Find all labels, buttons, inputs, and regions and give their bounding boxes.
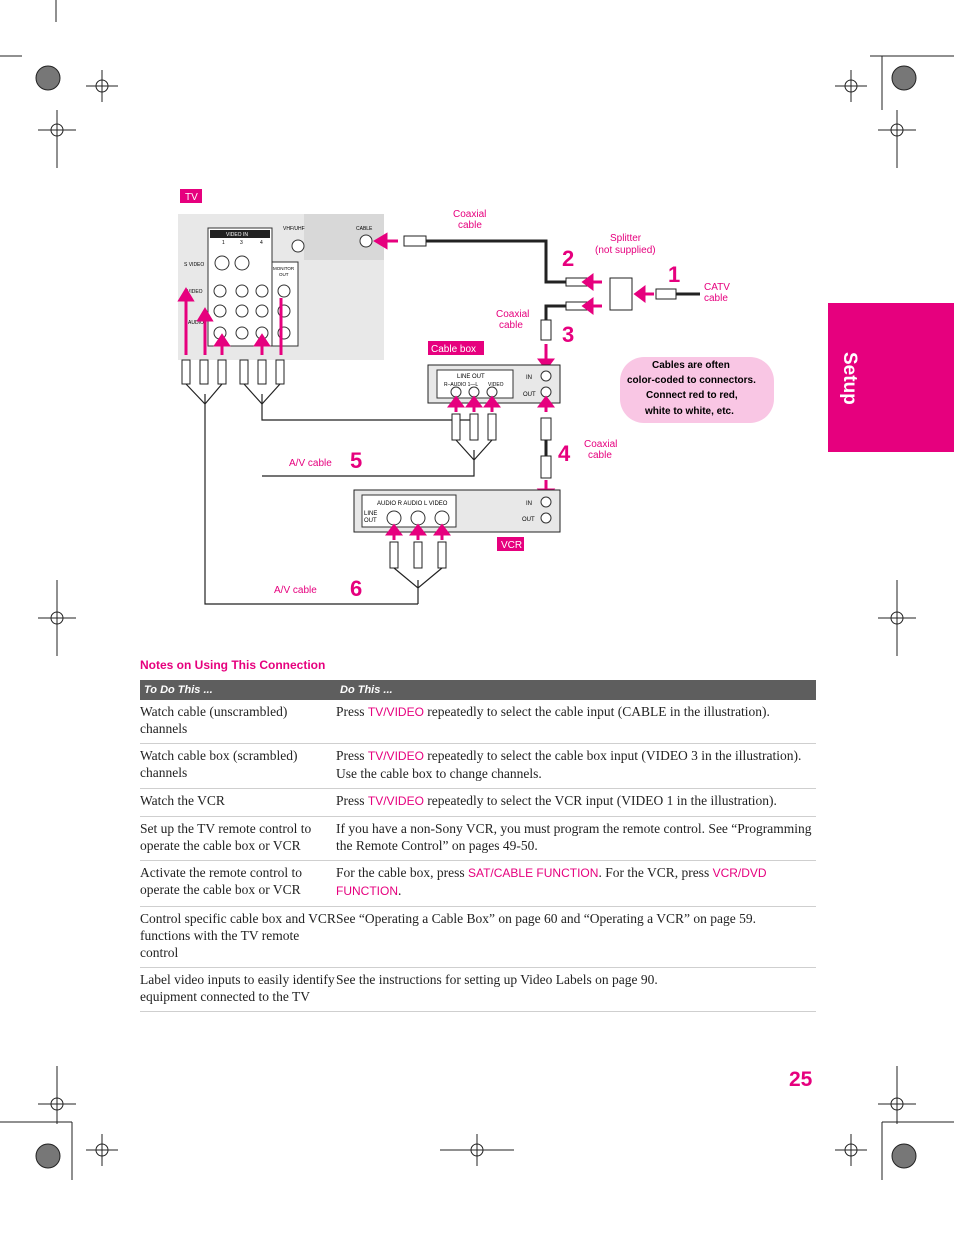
page-number: 25 — [789, 1068, 813, 1091]
svg-text:OUT: OUT — [523, 392, 536, 398]
step-1: 1 — [668, 262, 680, 287]
do-cell: For the cable box, press SAT/CABLE FUNCT… — [336, 860, 816, 907]
svg-text:LINE OUT: LINE OUT — [457, 374, 485, 380]
svg-text:Coaxial: Coaxial — [496, 309, 529, 320]
svg-text:1: 1 — [222, 240, 225, 246]
todo-cell: Watch the VCR — [140, 788, 336, 817]
svg-text:VIDEO: VIDEO — [187, 289, 203, 295]
step-3: 3 — [562, 322, 574, 347]
svg-text:AUDIO: AUDIO — [188, 320, 204, 326]
header-do-this: Do This ... — [336, 680, 816, 700]
instruction-text: repeatedly to select the cable input (CA… — [423, 704, 770, 719]
instruction-text: . — [398, 883, 402, 898]
svg-text:OUT: OUT — [279, 272, 289, 277]
notes-title: Notes on Using This Connection — [140, 658, 326, 672]
svg-text:3: 3 — [240, 240, 243, 246]
instruction-text: Press — [336, 748, 368, 763]
notes-table: To Do This ... Do This ... Watch cable (… — [140, 680, 816, 1012]
remote-button-name: SAT/CABLE FUNCTION — [467, 866, 599, 880]
svg-text:cable: cable — [704, 293, 728, 304]
todo-cell: Label video inputs to easily identify eq… — [140, 967, 336, 1012]
remote-button-name: TV/VIDEO — [367, 749, 424, 763]
svg-text:Splitter: Splitter — [610, 233, 642, 244]
connection-diagram: TV VIDEO IN 1 3 4 S VIDEO VIDEO AUDIO VH… — [177, 189, 774, 605]
step-5: 5 — [350, 448, 362, 473]
do-cell: If you have a non-Sony VCR, you must pro… — [336, 816, 816, 861]
todo-cell: Watch cable (unscrambled) channels — [140, 700, 336, 744]
svg-text:4: 4 — [260, 240, 263, 246]
table-row: Set up the TV remote control to operate … — [140, 816, 816, 861]
svg-text:CATV: CATV — [704, 282, 730, 293]
instruction-text: Press — [336, 704, 368, 719]
instruction-text: See “Operating a Cable Box” on page 60 a… — [336, 911, 756, 926]
svg-text:Connect red to red,: Connect red to red, — [646, 390, 738, 401]
todo-cell: Set up the TV remote control to operate … — [140, 816, 336, 861]
note-bubble — [620, 357, 774, 423]
do-cell: Press TV/VIDEO repeatedly to select the … — [336, 743, 816, 789]
remote-button-name: VCR/DVD FUNCTION — [336, 866, 767, 898]
do-cell: See “Operating a Cable Box” on page 60 a… — [336, 906, 816, 968]
instruction-text: See the instructions for setting up Vide… — [336, 972, 658, 987]
todo-cell: Activate the remote control to operate t… — [140, 860, 336, 907]
svg-text:VIDEO: VIDEO — [488, 382, 504, 388]
svg-text:Cable box: Cable box — [431, 344, 476, 355]
svg-text:R–AUDIO 1—L: R–AUDIO 1—L — [444, 382, 478, 388]
av-cable-5-label: A/V cable — [289, 458, 332, 469]
step-2: 2 — [562, 246, 574, 271]
svg-text:IN: IN — [526, 375, 532, 381]
svg-text:LINE: LINE — [364, 511, 377, 517]
svg-text:IN: IN — [526, 501, 532, 507]
remote-button-name: TV/VIDEO — [367, 705, 424, 719]
header-to-do: To Do This ... — [140, 680, 336, 700]
svg-text:(not supplied): (not supplied) — [595, 245, 656, 256]
todo-cell: Watch cable box (scrambled) channels — [140, 743, 336, 789]
step-4: 4 — [558, 441, 571, 466]
instruction-text: . For the VCR, press — [598, 865, 713, 880]
instruction-text: For the cable box, press — [336, 865, 468, 880]
av-cable-6-label: A/V cable — [274, 585, 317, 596]
svg-text:AUDIO R AUDIO L VIDEO: AUDIO R AUDIO L VIDEO — [377, 501, 448, 507]
cable-box-tag — [428, 341, 484, 355]
svg-text:Coaxial: Coaxial — [453, 209, 486, 220]
do-cell: Press TV/VIDEO repeatedly to select the … — [336, 700, 816, 744]
do-cell: Press TV/VIDEO repeatedly to select the … — [336, 788, 816, 817]
instruction-text: Press — [336, 793, 368, 808]
svg-text:OUT: OUT — [522, 517, 535, 523]
svg-text:VIDEO IN: VIDEO IN — [226, 232, 248, 238]
step-6: 6 — [350, 576, 362, 601]
svg-text:VCR: VCR — [501, 540, 522, 551]
do-cell: See the instructions for setting up Vide… — [336, 967, 816, 1012]
instruction-text: If you have a non-Sony VCR, you must pro… — [336, 821, 812, 853]
svg-text:cable: cable — [458, 220, 482, 231]
tv-tag — [180, 189, 202, 203]
svg-text:VHF/UHF: VHF/UHF — [283, 226, 305, 232]
instruction-text: repeatedly to select the VCR input (VIDE… — [423, 793, 777, 808]
svg-text:MONITOR: MONITOR — [273, 266, 295, 271]
splitter — [609, 277, 633, 311]
table-row: Label video inputs to easily identify eq… — [140, 967, 816, 1012]
svg-text:Coaxial: Coaxial — [584, 439, 617, 450]
svg-text:white to white, etc.: white to white, etc. — [644, 406, 734, 417]
table-row: Control specific cable box and VCR funct… — [140, 906, 816, 968]
tv-tag-label: TV — [185, 192, 198, 203]
vcr-tag — [497, 537, 524, 551]
svg-text:cable: cable — [499, 320, 523, 331]
svg-text:CABLE: CABLE — [356, 226, 373, 232]
todo-cell: Control specific cable box and VCR funct… — [140, 906, 336, 968]
remote-button-name: TV/VIDEO — [367, 794, 424, 808]
table-row: Activate the remote control to operate t… — [140, 860, 816, 907]
section-tab — [828, 303, 954, 452]
svg-text:cable: cable — [588, 450, 612, 461]
instruction-text: repeatedly to select the cable box input… — [336, 748, 802, 781]
svg-text:Cables are often: Cables are often — [652, 360, 730, 371]
svg-text:S VIDEO: S VIDEO — [184, 262, 204, 268]
svg-text:color-coded to connectors.: color-coded to connectors. — [627, 375, 756, 386]
svg-text:OUT: OUT — [364, 518, 377, 524]
